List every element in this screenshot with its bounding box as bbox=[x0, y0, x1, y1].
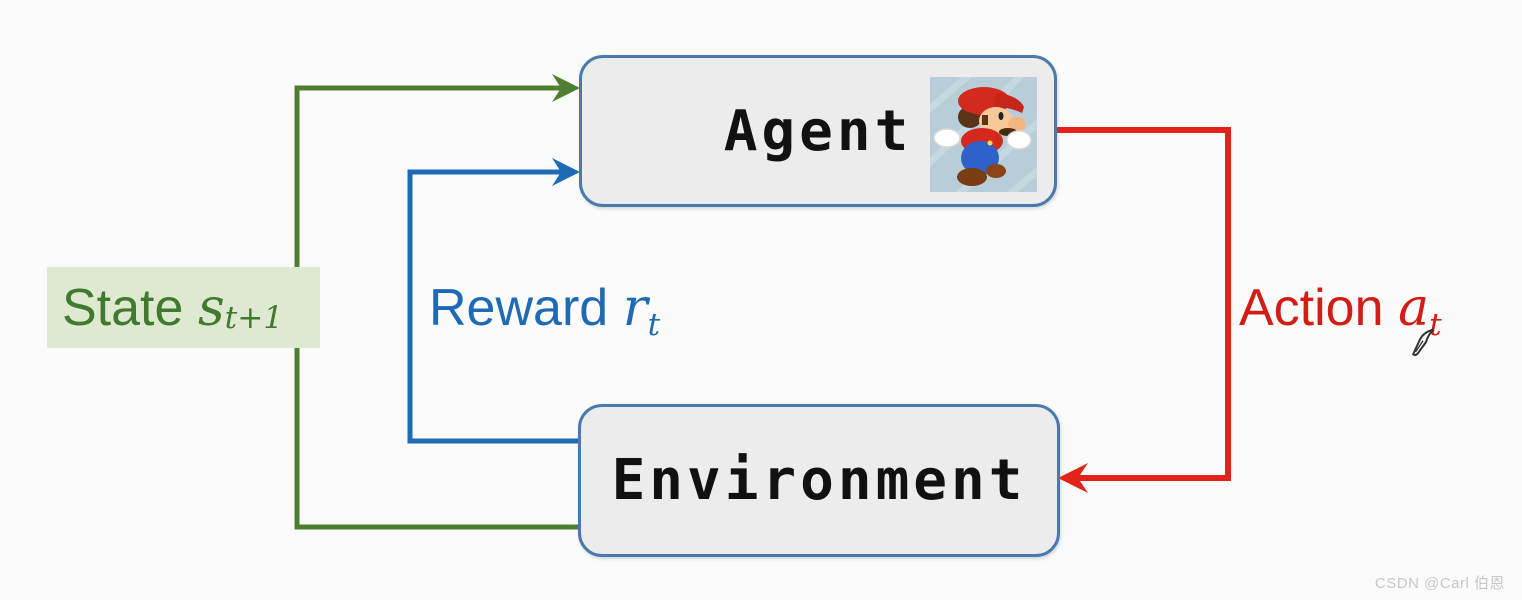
action-label: Action a t bbox=[1239, 278, 1442, 343]
reward-symbol: r bbox=[622, 278, 648, 338]
action-edge-line bbox=[1057, 127, 1231, 481]
action-subscript: t bbox=[1429, 307, 1442, 344]
reward-word: Reward bbox=[429, 279, 609, 337]
reward-label: Reward r t bbox=[429, 278, 660, 343]
state-word: State bbox=[62, 278, 184, 337]
environment-node: Environment bbox=[578, 404, 1060, 557]
pen-cursor-icon bbox=[1412, 328, 1434, 356]
mario-icon bbox=[930, 77, 1037, 192]
agent-node: Agent bbox=[579, 55, 1057, 207]
state-symbol: s bbox=[197, 277, 225, 338]
action-arrowhead-icon bbox=[1058, 463, 1088, 493]
reward-edge-line bbox=[407, 169, 578, 444]
state-arrowhead-icon bbox=[552, 74, 580, 102]
environment-label: Environment bbox=[611, 448, 1027, 513]
action-word: Action bbox=[1239, 279, 1384, 337]
state-label: State s t+1 bbox=[47, 267, 320, 348]
action-symbol: a bbox=[1398, 278, 1430, 338]
state-subscript: t+1 bbox=[224, 299, 284, 336]
agent-label: Agent bbox=[723, 98, 913, 164]
watermark: CSDN @Carl 伯恩 bbox=[1374, 575, 1505, 592]
reward-arrowhead-icon bbox=[552, 158, 580, 186]
reward-subscript: t bbox=[647, 307, 661, 344]
